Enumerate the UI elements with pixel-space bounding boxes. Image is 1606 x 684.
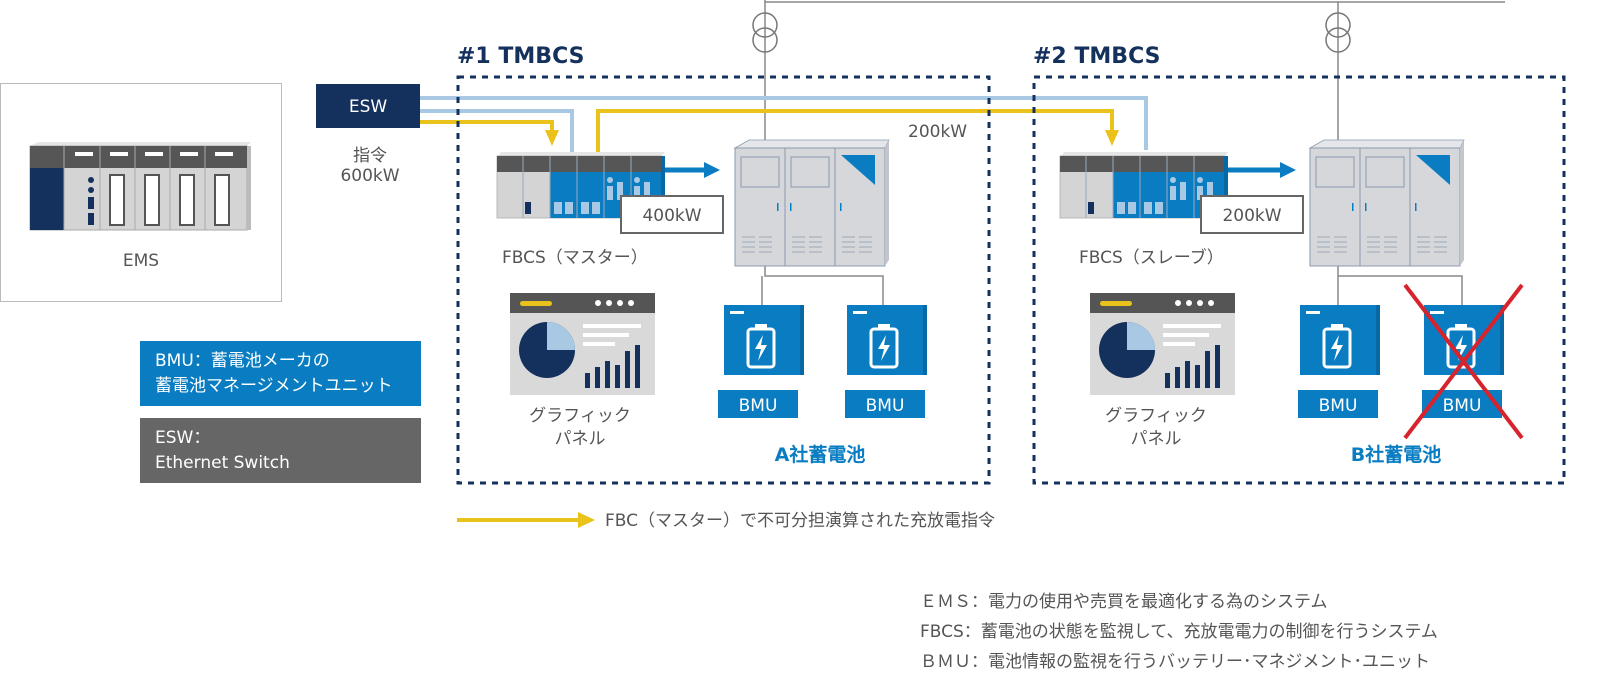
panel-label: グラフィック (529, 406, 631, 426)
command-label: 指令 (353, 146, 387, 166)
arrow-right-icon (578, 512, 595, 528)
arrow-down-icon (1105, 130, 1119, 146)
power-line (761, 0, 1505, 305)
bmu-label: BMU (1319, 396, 1358, 416)
arrow-right-icon (1280, 162, 1296, 178)
legend-bmu: 蓄電池マネージメントユニット (155, 376, 393, 396)
bmu-label: BMU (866, 396, 905, 416)
tmbcs-2: #2 TMBCS 200kW FBCS（スレーブ） グラフィック パネル BMU… (1032, 44, 1566, 485)
graphic-panel-icon (1090, 293, 1235, 395)
fbcs-output: 200kW (1222, 206, 1281, 226)
system-title: #2 TMBCS (1033, 44, 1160, 69)
battery-icon (845, 303, 929, 377)
esw-switch: ESW 指令 600kW (316, 84, 420, 186)
esw-label: ESW (349, 97, 388, 117)
fbcs-label: FBCS（スレーブ） (1079, 247, 1224, 268)
pcs-output: 200kW (908, 122, 967, 142)
battery-icon (1298, 303, 1382, 377)
legend-arrow-text: FBC（マスター）で不可分担演算された充放電指令 (605, 511, 995, 531)
ems-label: EMS (123, 251, 159, 271)
system-title: #1 TMBCS (457, 44, 584, 69)
plc-icon (29, 142, 251, 231)
pcs-icon (1309, 139, 1465, 267)
pcs-icon (734, 139, 890, 267)
bmu-label: BMU (739, 396, 778, 416)
note: FBCS：蓄電池の状態を監視して、充放電電力の制御を行うシステム (920, 622, 1438, 642)
battery-icon (722, 303, 806, 377)
arrow-right-icon (704, 162, 720, 178)
note: ＢＭＵ：電池情報の監視を行うバッテリー･マネジメント･ユニット (920, 652, 1430, 672)
fbcs-label: FBCS（マスター） (502, 248, 648, 268)
battery-label: A社蓄電池 (775, 443, 866, 466)
ems-unit: EMS (0, 83, 282, 302)
notes: ＥＭＳ：電力の使用や売買を最適化する為のシステム FBCS：蓄電池の状態を監視し… (920, 591, 1438, 672)
command-value: 600kW (340, 166, 399, 186)
fbcs-output: 400kW (642, 206, 701, 226)
legend-bmu: BMU：蓄電池メーカの (155, 351, 330, 371)
battery-label: B社蓄電池 (1351, 443, 1441, 466)
legend-esw: ESW： (155, 428, 210, 448)
panel-label: パネル (555, 429, 606, 449)
legend: BMU：蓄電池メーカの 蓄電池マネージメントユニット ESW： Ethernet… (140, 341, 995, 531)
legend-esw: Ethernet Switch (155, 453, 290, 473)
panel-label: パネル (1131, 429, 1182, 449)
panel-label: グラフィック (1105, 406, 1207, 426)
arrow-down-icon (545, 130, 559, 146)
ethernet-line (420, 96, 1148, 152)
tmbcs-1: #1 TMBCS 400kW FBCS（マスター） 200kW グラフィック パ… (456, 44, 991, 485)
command-line (420, 109, 1114, 152)
graphic-panel-icon (510, 293, 655, 395)
bmu-label: BMU (1443, 396, 1482, 416)
failed-cross-icon (1403, 283, 1524, 440)
note: ＥＭＳ：電力の使用や売買を最適化する為のシステム (920, 591, 1328, 612)
